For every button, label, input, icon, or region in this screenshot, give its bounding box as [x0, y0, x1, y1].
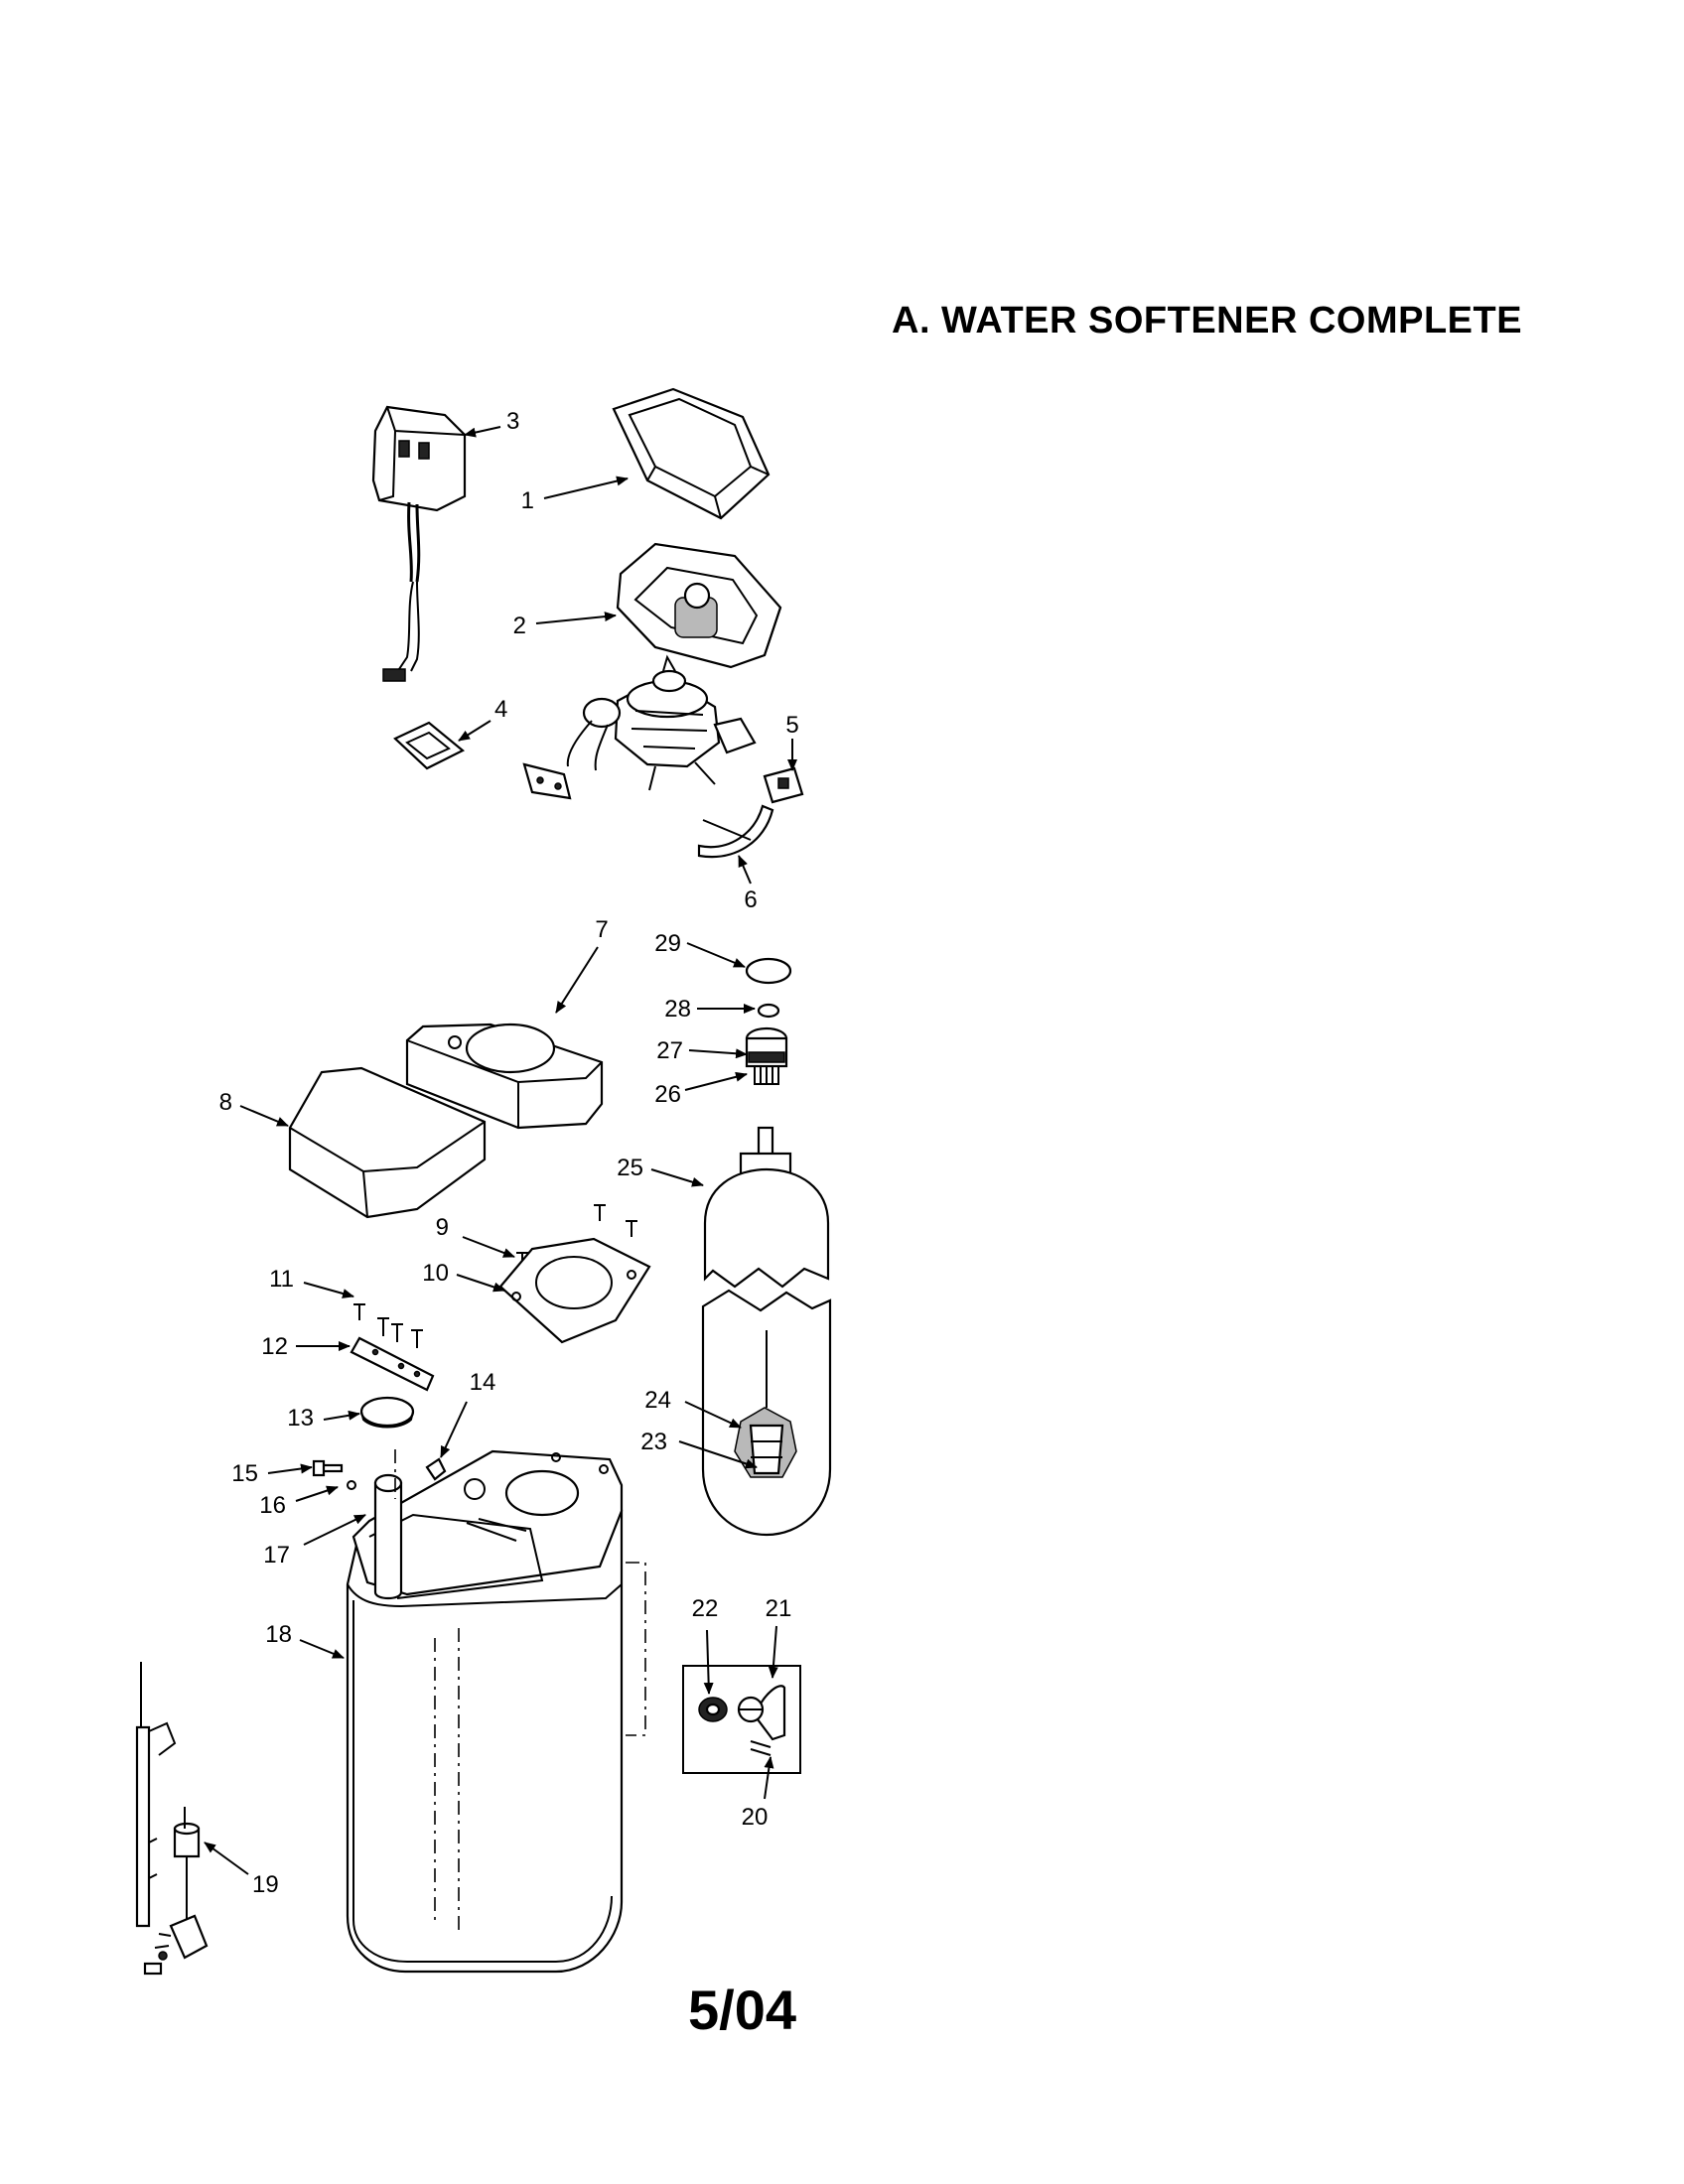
callout-24: 24	[644, 1387, 671, 1414]
callout-3: 3	[506, 408, 519, 435]
part-5-clip	[763, 766, 804, 804]
callout-2: 2	[513, 613, 526, 639]
callout-17: 17	[263, 1542, 290, 1569]
callout-13: 13	[287, 1405, 314, 1432]
part-7-lid	[405, 1023, 604, 1130]
part-10-mounting-plate	[498, 1237, 651, 1344]
callout-26: 26	[654, 1081, 681, 1108]
callout-25: 25	[617, 1155, 643, 1181]
part-18-brine-tank	[346, 1449, 646, 1974]
callout-4: 4	[494, 696, 507, 723]
callout-16: 16	[259, 1492, 286, 1519]
fitting-inset-box	[682, 1665, 801, 1774]
part-29-o-ring	[745, 957, 792, 985]
part-16-washer	[347, 1480, 356, 1490]
part-1-control-cover	[612, 387, 771, 520]
page-date-code: 5/04	[688, 1979, 796, 2041]
callout-6: 6	[744, 887, 757, 913]
part-3-transformer	[371, 405, 467, 682]
callout-20: 20	[742, 1804, 769, 1831]
part-28-o-ring	[757, 1003, 780, 1019]
callout-18: 18	[265, 1621, 292, 1648]
callout-9: 9	[436, 1214, 449, 1241]
callout-5: 5	[785, 712, 798, 739]
callout-22: 22	[692, 1595, 719, 1622]
callout-21: 21	[766, 1595, 792, 1622]
callout-12: 12	[261, 1333, 288, 1360]
callout-10: 10	[422, 1260, 449, 1287]
part-19-float-assembly	[135, 1662, 209, 1976]
part-11-screws	[353, 1303, 423, 1348]
callout-14: 14	[470, 1369, 496, 1396]
leader-arrows	[204, 426, 797, 1875]
part-12-strap	[350, 1336, 435, 1392]
part-27-26-distributor	[745, 1026, 788, 1085]
callout-28: 28	[664, 996, 691, 1023]
diagram-title: A. WATER SOFTENER COMPLETE	[892, 300, 1523, 341]
callout-11: 11	[269, 1266, 294, 1293]
valve-body-assembly	[522, 654, 757, 800]
part-6-bracket	[697, 804, 774, 859]
callout-15: 15	[231, 1460, 258, 1487]
part-4-label-plate	[393, 721, 466, 770]
callout-7: 7	[595, 916, 608, 943]
callout-19: 19	[252, 1871, 279, 1898]
callout-8: 8	[219, 1089, 232, 1116]
part-25-resin-tank	[701, 1126, 832, 1537]
part-9-screws	[516, 1204, 637, 1269]
part-2-control-housing	[616, 542, 782, 669]
part-8-cover	[288, 1066, 487, 1219]
part-15-bolt	[312, 1459, 344, 1477]
callout-23: 23	[640, 1429, 667, 1455]
part-13-cap	[359, 1396, 415, 1429]
part-14-clip	[425, 1457, 447, 1481]
callout-numbers: 1 2 3 4 5 6 7 8 9 10 11 12 13 14 15 16 1…	[219, 408, 799, 1898]
callout-1: 1	[521, 487, 534, 514]
callout-27: 27	[656, 1037, 683, 1064]
callout-29: 29	[654, 930, 681, 957]
